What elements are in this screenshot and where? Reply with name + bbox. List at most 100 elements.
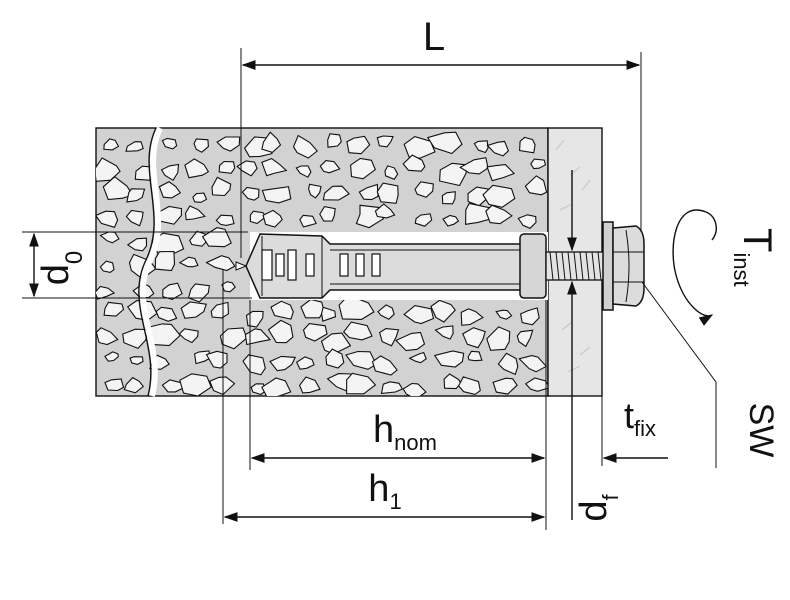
aggregate-stone: [162, 282, 183, 300]
thread-line: [567, 251, 572, 281]
aggregate-stone: [462, 327, 486, 349]
aggregate-stone: [192, 192, 208, 203]
aggregate-stone: [96, 285, 116, 300]
aggregate-stone: [261, 186, 292, 204]
dimension-SW: SW: [641, 281, 780, 468]
aggregate-stone: [380, 381, 404, 395]
dimension-h1: h1: [222, 270, 546, 524]
aggregate-stone: [441, 191, 456, 205]
aggregate-stone: [433, 350, 465, 368]
aggregate-stone: [485, 204, 513, 225]
torque-arrow: [672, 209, 714, 326]
aggregate-stone: [321, 306, 337, 322]
concrete-base: [95, 126, 549, 397]
aggregate-stone: [295, 165, 312, 178]
aggregate-stone: [236, 160, 258, 177]
aggregate-stone: [517, 214, 537, 229]
aggregate-stone: [178, 256, 199, 268]
aggregate-stone: [187, 283, 211, 303]
torque-indicator: Tinst: [672, 209, 779, 326]
aggregate-stone: [218, 160, 236, 174]
aggregate-stone: [298, 376, 321, 394]
aggregate-stone: [308, 183, 322, 199]
aggregate-stone: [261, 377, 292, 396]
aggregate-stone: [193, 350, 211, 365]
aggregate-stone: [99, 260, 115, 273]
aggregate-stone: [193, 138, 209, 153]
aggregate-stone: [269, 355, 297, 372]
label-df: df: [573, 493, 623, 521]
aggregate-stone: [524, 377, 548, 392]
aggregate-stone: [261, 157, 288, 177]
label-h1: h1: [368, 468, 401, 514]
aggregate-stone: [376, 182, 399, 204]
thread-line: [585, 251, 590, 281]
label-d0: d0: [35, 251, 88, 286]
aggregate-stone: [249, 210, 267, 225]
aggregate-stone: [161, 137, 178, 150]
aggregate-stone: [319, 205, 336, 222]
aggregate-stone: [430, 299, 456, 323]
aggregate-stone: [205, 350, 228, 369]
aggregate-stone: [241, 186, 260, 201]
aggregate-stone: [457, 376, 481, 395]
aggregate-stone: [327, 133, 342, 148]
aggregate-stone: [295, 356, 315, 370]
thread-line: [555, 251, 560, 281]
aggregate-stone: [414, 181, 434, 198]
aggregate-stone: [184, 205, 206, 221]
aggregate-stone: [216, 136, 241, 152]
dimension-d0: d0: [22, 231, 252, 299]
aggregate-stone: [492, 377, 518, 395]
dimension-h-nom: hnom: [249, 300, 547, 530]
aggregate-stone: [495, 309, 513, 320]
aggregate-stone: [384, 165, 399, 180]
aggregate-stone: [211, 176, 232, 197]
aggregate-stone: [482, 184, 516, 208]
anchor-sleeve: [235, 233, 523, 299]
aggregate-stone: [345, 350, 377, 370]
aggregate-stone: [244, 328, 272, 346]
aggregate-stone: [486, 164, 516, 182]
aggregate-stones: [96, 131, 548, 396]
aggregate-stone: [377, 304, 395, 320]
aggregate-stone: [467, 350, 483, 362]
aggregate-stone: [518, 355, 548, 373]
aggregate-stone: [486, 326, 511, 351]
aggregate-stone: [160, 163, 180, 182]
dimension-df: df: [567, 170, 623, 522]
aggregate-stone: [302, 323, 328, 342]
aggregate-stone: [103, 301, 125, 317]
aggregate-stone: [426, 131, 463, 155]
aggregate-stone: [292, 134, 318, 159]
aggregate-stone: [346, 135, 371, 155]
aggregate-stone: [245, 310, 264, 328]
aggregate-stone: [300, 298, 325, 319]
aggregate-stone: [338, 294, 375, 320]
aggregate-stone: [129, 356, 144, 365]
aggregate-stone: [261, 131, 282, 154]
thread-line: [597, 251, 602, 281]
break-line-gap: [139, 126, 163, 397]
thread-line: [591, 251, 596, 281]
aggregate-stone: [342, 321, 373, 341]
aggregate-stone: [325, 348, 345, 369]
aggregate-stone: [158, 181, 182, 199]
aggregate-stone: [371, 355, 398, 376]
aggregate-stone: [408, 351, 427, 364]
aggregate-stone: [516, 329, 534, 348]
thread-line: [573, 251, 578, 281]
aggregate-stone: [442, 214, 460, 227]
washer: [602, 221, 614, 311]
aggregate-stone: [262, 209, 283, 228]
label-L: L: [423, 15, 445, 59]
aggregate-stone: [350, 157, 376, 180]
aggregate-stone: [459, 157, 489, 175]
aggregate-stone: [103, 138, 120, 151]
aggregate-stone: [126, 188, 146, 203]
dimension-L: L: [240, 15, 642, 258]
aggregate-stone: [180, 301, 208, 319]
aggregate-stone: [96, 210, 119, 228]
aggregate-stone: [270, 300, 294, 320]
aggregate-stone: [497, 352, 519, 376]
